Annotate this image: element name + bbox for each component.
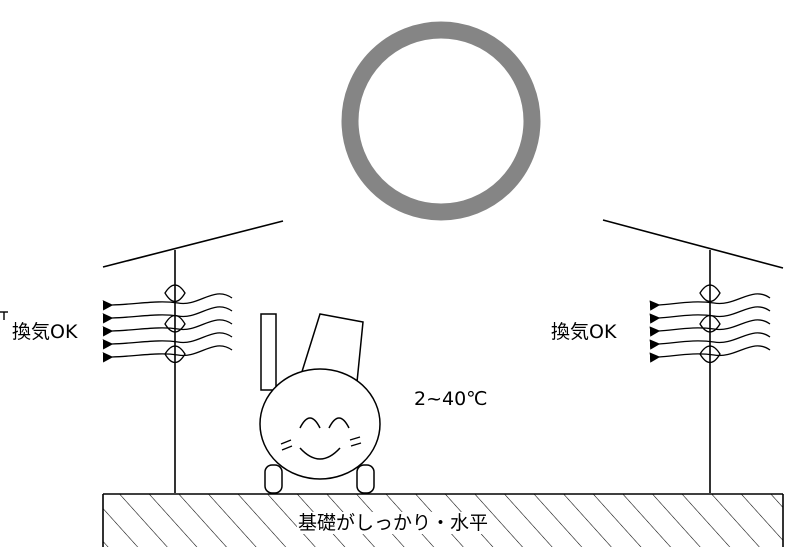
temperature-label: 2~40℃ — [414, 388, 488, 410]
right-cheek — [349, 436, 362, 447]
left-eye — [299, 417, 321, 429]
foundation-label-wrapper: 基礎がしっかり・水平 — [0, 512, 786, 534]
left-cheek — [280, 439, 293, 451]
wind-arrows-right-icon — [649, 284, 771, 364]
sun-icon — [341, 21, 541, 221]
machine-body — [259, 368, 381, 480]
ventilation-label-left: 換気OK — [12, 321, 78, 343]
machine-handle — [260, 313, 277, 391]
left-wheel — [264, 464, 283, 494]
right-eye — [328, 417, 350, 429]
wind-arrows-left-icon — [102, 284, 233, 364]
ventilation-label-right: 換気OK — [551, 321, 617, 343]
roof-left-icon — [102, 220, 284, 268]
smile — [299, 447, 341, 460]
machine-character-icon — [259, 313, 381, 494]
right-wheel — [356, 464, 375, 494]
roof-right-icon — [602, 219, 784, 269]
foundation-label: 基礎がしっかり・水平 — [296, 512, 489, 534]
